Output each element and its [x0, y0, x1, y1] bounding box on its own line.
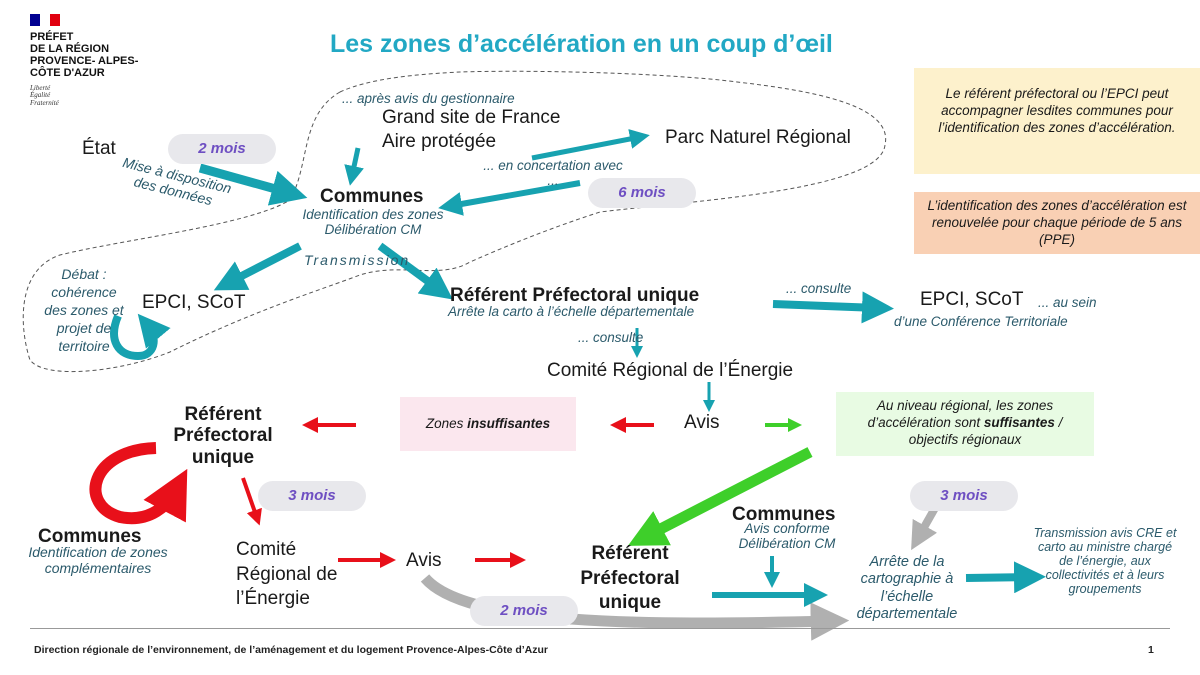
label-avis-conforme: Avis conforme	[744, 521, 830, 536]
arrow-aire-communes	[344, 147, 364, 186]
arrow-concertation-pnr	[531, 129, 650, 161]
zones-suffisantes-bold: suffisantes	[983, 414, 1055, 430]
arrow-etat-communes	[198, 163, 308, 206]
label-au-sein: ... au sein	[1038, 295, 1097, 310]
arrow-communes-epci	[213, 242, 302, 291]
node-epci-scot-1: EPCI, SCoT	[142, 292, 246, 313]
motto-line: Égalité	[30, 91, 51, 100]
logo-line: CÔTE D'AZUR	[30, 67, 105, 80]
french-flag-icon	[30, 14, 60, 26]
label-concertation: ... en concertation avec ...	[483, 158, 623, 189]
node-communes-2: Communes	[38, 526, 142, 547]
label-identification-zones: Identification des zones	[302, 207, 444, 222]
info-box-epci: Le référent préfectoral ou l’EPCI peut a…	[914, 68, 1200, 174]
motto-line: Fraternité	[30, 98, 59, 107]
duration-pill: 6 mois	[588, 178, 696, 208]
duration-pill: 2 mois	[470, 596, 578, 626]
page-title: Les zones d’accélération en un coup d’œi…	[330, 30, 833, 58]
prefet-logo-text: PRÉFET DE LA RÉGION PROVENCE- ALPES- CÔT…	[30, 31, 138, 79]
node-referent-3: Référent Préfectoral unique	[580, 543, 680, 614]
label-consulte-2: ... consulte	[578, 330, 644, 345]
arrow-grey-3mois	[911, 506, 939, 551]
node-pnr: Parc Naturel Régional	[665, 127, 851, 148]
arrow-debat-loop	[110, 313, 171, 361]
node-referent-2: Référent Préfectoral unique	[173, 404, 273, 468]
arrow-arrete-transmission	[965, 561, 1046, 594]
zones-suffisantes-suffix: / objectifs régionaux	[908, 414, 1063, 447]
flag-blue	[30, 14, 40, 26]
logo-line: DE LA RÉGION	[30, 43, 110, 56]
logo-line: PRÉFET	[30, 31, 74, 43]
info-box-renouvelee: L’identification des zones d’accélératio…	[914, 192, 1200, 254]
logo-motto: Liberté Égalité Fraternité	[30, 84, 59, 107]
label-debat: Débat : cohérence des zones et projet de…	[44, 266, 124, 354]
label-deliberation-cm: Délibération CM	[324, 222, 422, 237]
arrow-suffisantes-referent-3	[627, 447, 813, 546]
label-arrete-carto: Arrête la carto à l’échelle départementa…	[448, 304, 695, 319]
node-epci-scot-2: EPCI, SCoT	[920, 289, 1024, 310]
arrow-referent-comite-2	[241, 477, 262, 526]
label-zones-complementaires: Identification de zones complémentaires	[28, 544, 168, 576]
duration-pill: 3 mois	[258, 481, 366, 511]
label-transmission-avis: Transmission avis CRE et carto au minist…	[1033, 526, 1177, 596]
label-consulte-1: ... consulte	[786, 281, 852, 296]
box-zones-insuffisantes: Zones insuffisantes	[400, 397, 576, 451]
logo-line: PROVENCE- ALPES-	[30, 55, 139, 68]
node-communes-3: Communes	[732, 504, 836, 525]
flag-red	[50, 14, 60, 26]
node-aire-protegee: Aire protégée	[382, 131, 497, 152]
arrow-communes-referent	[377, 242, 453, 300]
label-apres-avis: ... après avis du gestionnaire	[342, 91, 515, 106]
duration-pill: 2 mois	[168, 134, 276, 164]
zones-insuffisantes-prefix: Zones	[425, 416, 468, 431]
node-avis-1: Avis	[684, 412, 720, 433]
duration-pill: 3 mois	[910, 481, 1018, 511]
node-comite-2: Comité Régional de l’Énergie	[236, 539, 338, 610]
node-avis-2: Avis	[406, 550, 442, 571]
arrow-red-loop	[89, 442, 188, 525]
label-arrete-cartographie: Arrête de la cartographie à l’échelle dé…	[856, 554, 958, 623]
motto-line: Liberté	[30, 84, 51, 92]
arrow-referent-epci	[772, 291, 894, 324]
footer-divider	[30, 628, 1170, 629]
label-deliberation-cm-2: Délibération CM	[738, 536, 836, 551]
page-number: 1	[1148, 644, 1154, 656]
footer-text: Direction régionale de l’environnement, …	[34, 644, 549, 656]
node-etat: État	[82, 138, 116, 159]
node-communes-1: Communes	[320, 186, 424, 207]
flag-white	[40, 14, 50, 26]
zones-suffisantes-prefix: Au niveau régional, les zones d’accéléra…	[867, 398, 1054, 430]
node-grand-site: Grand site de France	[382, 107, 561, 128]
zones-insuffisantes-bold: insuffisantes	[467, 416, 551, 431]
node-referent-1: Référent Préfectoral unique	[450, 285, 700, 306]
label-conference: d’une Conférence Territoriale	[894, 314, 1068, 329]
node-comite-1: Comité Régional de l’Énergie	[547, 360, 794, 381]
arrow-concertation-communes	[438, 180, 581, 216]
label-transmission: Transmission	[304, 252, 411, 268]
box-zones-suffisantes: Au niveau régional, les zones d’accéléra…	[836, 392, 1094, 456]
